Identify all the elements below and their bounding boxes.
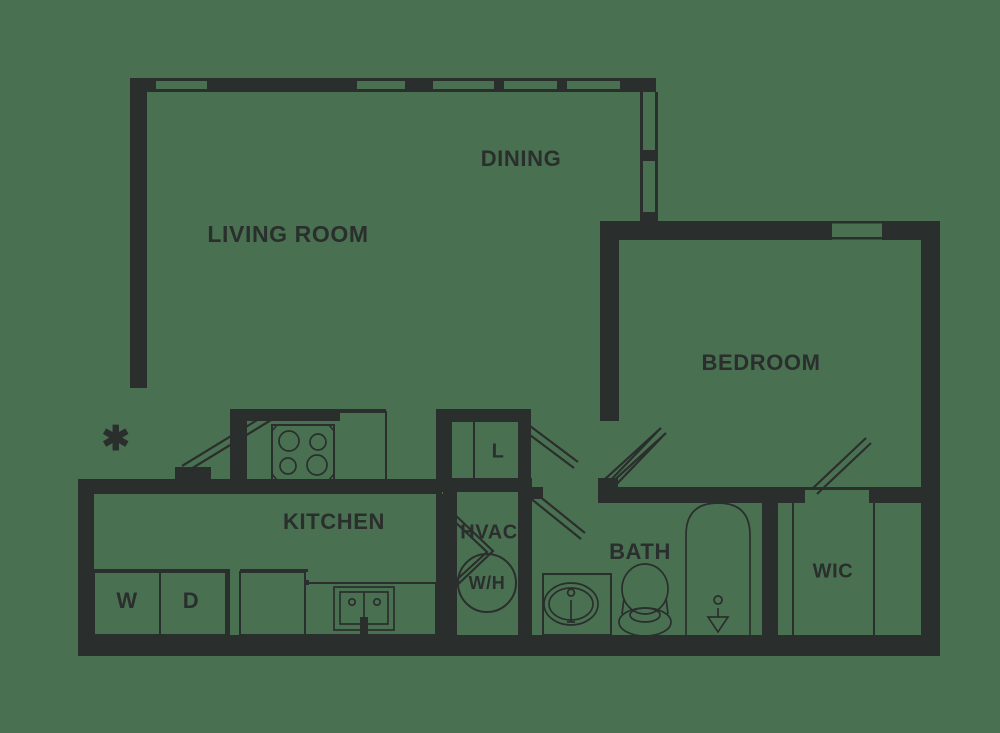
bathtub-icon (685, 502, 751, 637)
appliance-label-dryer: D (183, 588, 200, 613)
bedroom-window-sill-inner (832, 237, 884, 240)
door-group (181, 410, 872, 591)
bedroom-window-sill-outer (832, 221, 884, 224)
wic-door-jamb-left (789, 487, 805, 503)
wic-header-line (805, 487, 869, 490)
top-wall-pier-a (207, 78, 357, 92)
appliance-label-washer: W (116, 588, 137, 613)
hvac-door-icon (523, 486, 586, 540)
top-wall-mullion-d (557, 78, 567, 92)
bath-top-wall (598, 487, 804, 503)
appliance-label-water-heater: W/H (469, 573, 506, 593)
range-cooktop-icon (271, 424, 335, 481)
marker-group: ✱ (101, 420, 130, 458)
entry-door-jamb (175, 467, 211, 481)
linen-bottom-wall (436, 478, 531, 492)
room-label-bath: BATH (609, 539, 671, 564)
appliance-label-group: W D W/H (116, 573, 506, 613)
hvac-right-wall (518, 478, 532, 636)
kitchen-lower-counter (304, 582, 437, 636)
laundry-counter-edge (94, 569, 226, 572)
unit-left-exterior-wall (78, 479, 94, 656)
room-label-group: LIVING ROOM DINING BEDROOM KITCHEN BATH … (207, 146, 854, 582)
top-window-sill-inner (130, 89, 655, 92)
counter-end-block (305, 580, 309, 585)
unit-bottom-exterior-wall (78, 635, 940, 656)
dining-partition-mullion (640, 150, 658, 161)
refrigerator-top-edge (240, 569, 308, 572)
kitchen-counter-top-edge (340, 409, 386, 412)
bath-wic-divider-wall (762, 500, 778, 636)
toilet-icon (618, 563, 672, 637)
room-label-wic: WIC (813, 560, 854, 582)
room-label-kitchen: KITCHEN (283, 509, 385, 534)
bathroom-sink-icon (542, 573, 612, 636)
kitchen-left-wall (230, 409, 246, 494)
room-label-hvac: HVAC (460, 521, 518, 543)
living-room-left-wall (130, 78, 147, 388)
linen-left-wall (436, 409, 452, 481)
entry-asterisk-marker: ✱ (101, 420, 130, 458)
laundry-closet-edge (226, 569, 230, 635)
room-label-dining: DINING (481, 146, 562, 171)
top-wall-mullion-c (494, 78, 504, 92)
room-label-linen: L (492, 440, 505, 462)
linen-top-wall (436, 409, 531, 422)
unit-right-exterior-wall (921, 221, 940, 656)
top-wall-corner-right (620, 78, 656, 92)
bedroom-left-wall (600, 221, 619, 421)
laundry-top-wall-right (210, 479, 442, 494)
wic-top-wall-right (869, 487, 921, 503)
hvac-left-wall (443, 492, 457, 636)
top-window-sill-outer (130, 78, 655, 81)
hall-corner-block (603, 404, 619, 420)
entry-door-icon (181, 410, 277, 473)
linen-right-wall (518, 409, 531, 481)
room-label-bedroom: BEDROOM (701, 350, 820, 375)
top-wall-mullion-b (405, 78, 433, 92)
bedroom-top-wall-left (600, 221, 832, 240)
casework-group (93, 409, 875, 637)
bedroom-door-icon (605, 431, 663, 491)
kitchen-door-icon (451, 511, 495, 591)
wic-door-icon (811, 437, 872, 495)
laundry-top-wall-left (78, 479, 230, 494)
linen-door-icon (521, 422, 579, 469)
room-label-living-room: LIVING ROOM (207, 221, 368, 247)
kitchen-sink-icon (333, 586, 395, 634)
wall-group-exterior (78, 78, 940, 656)
